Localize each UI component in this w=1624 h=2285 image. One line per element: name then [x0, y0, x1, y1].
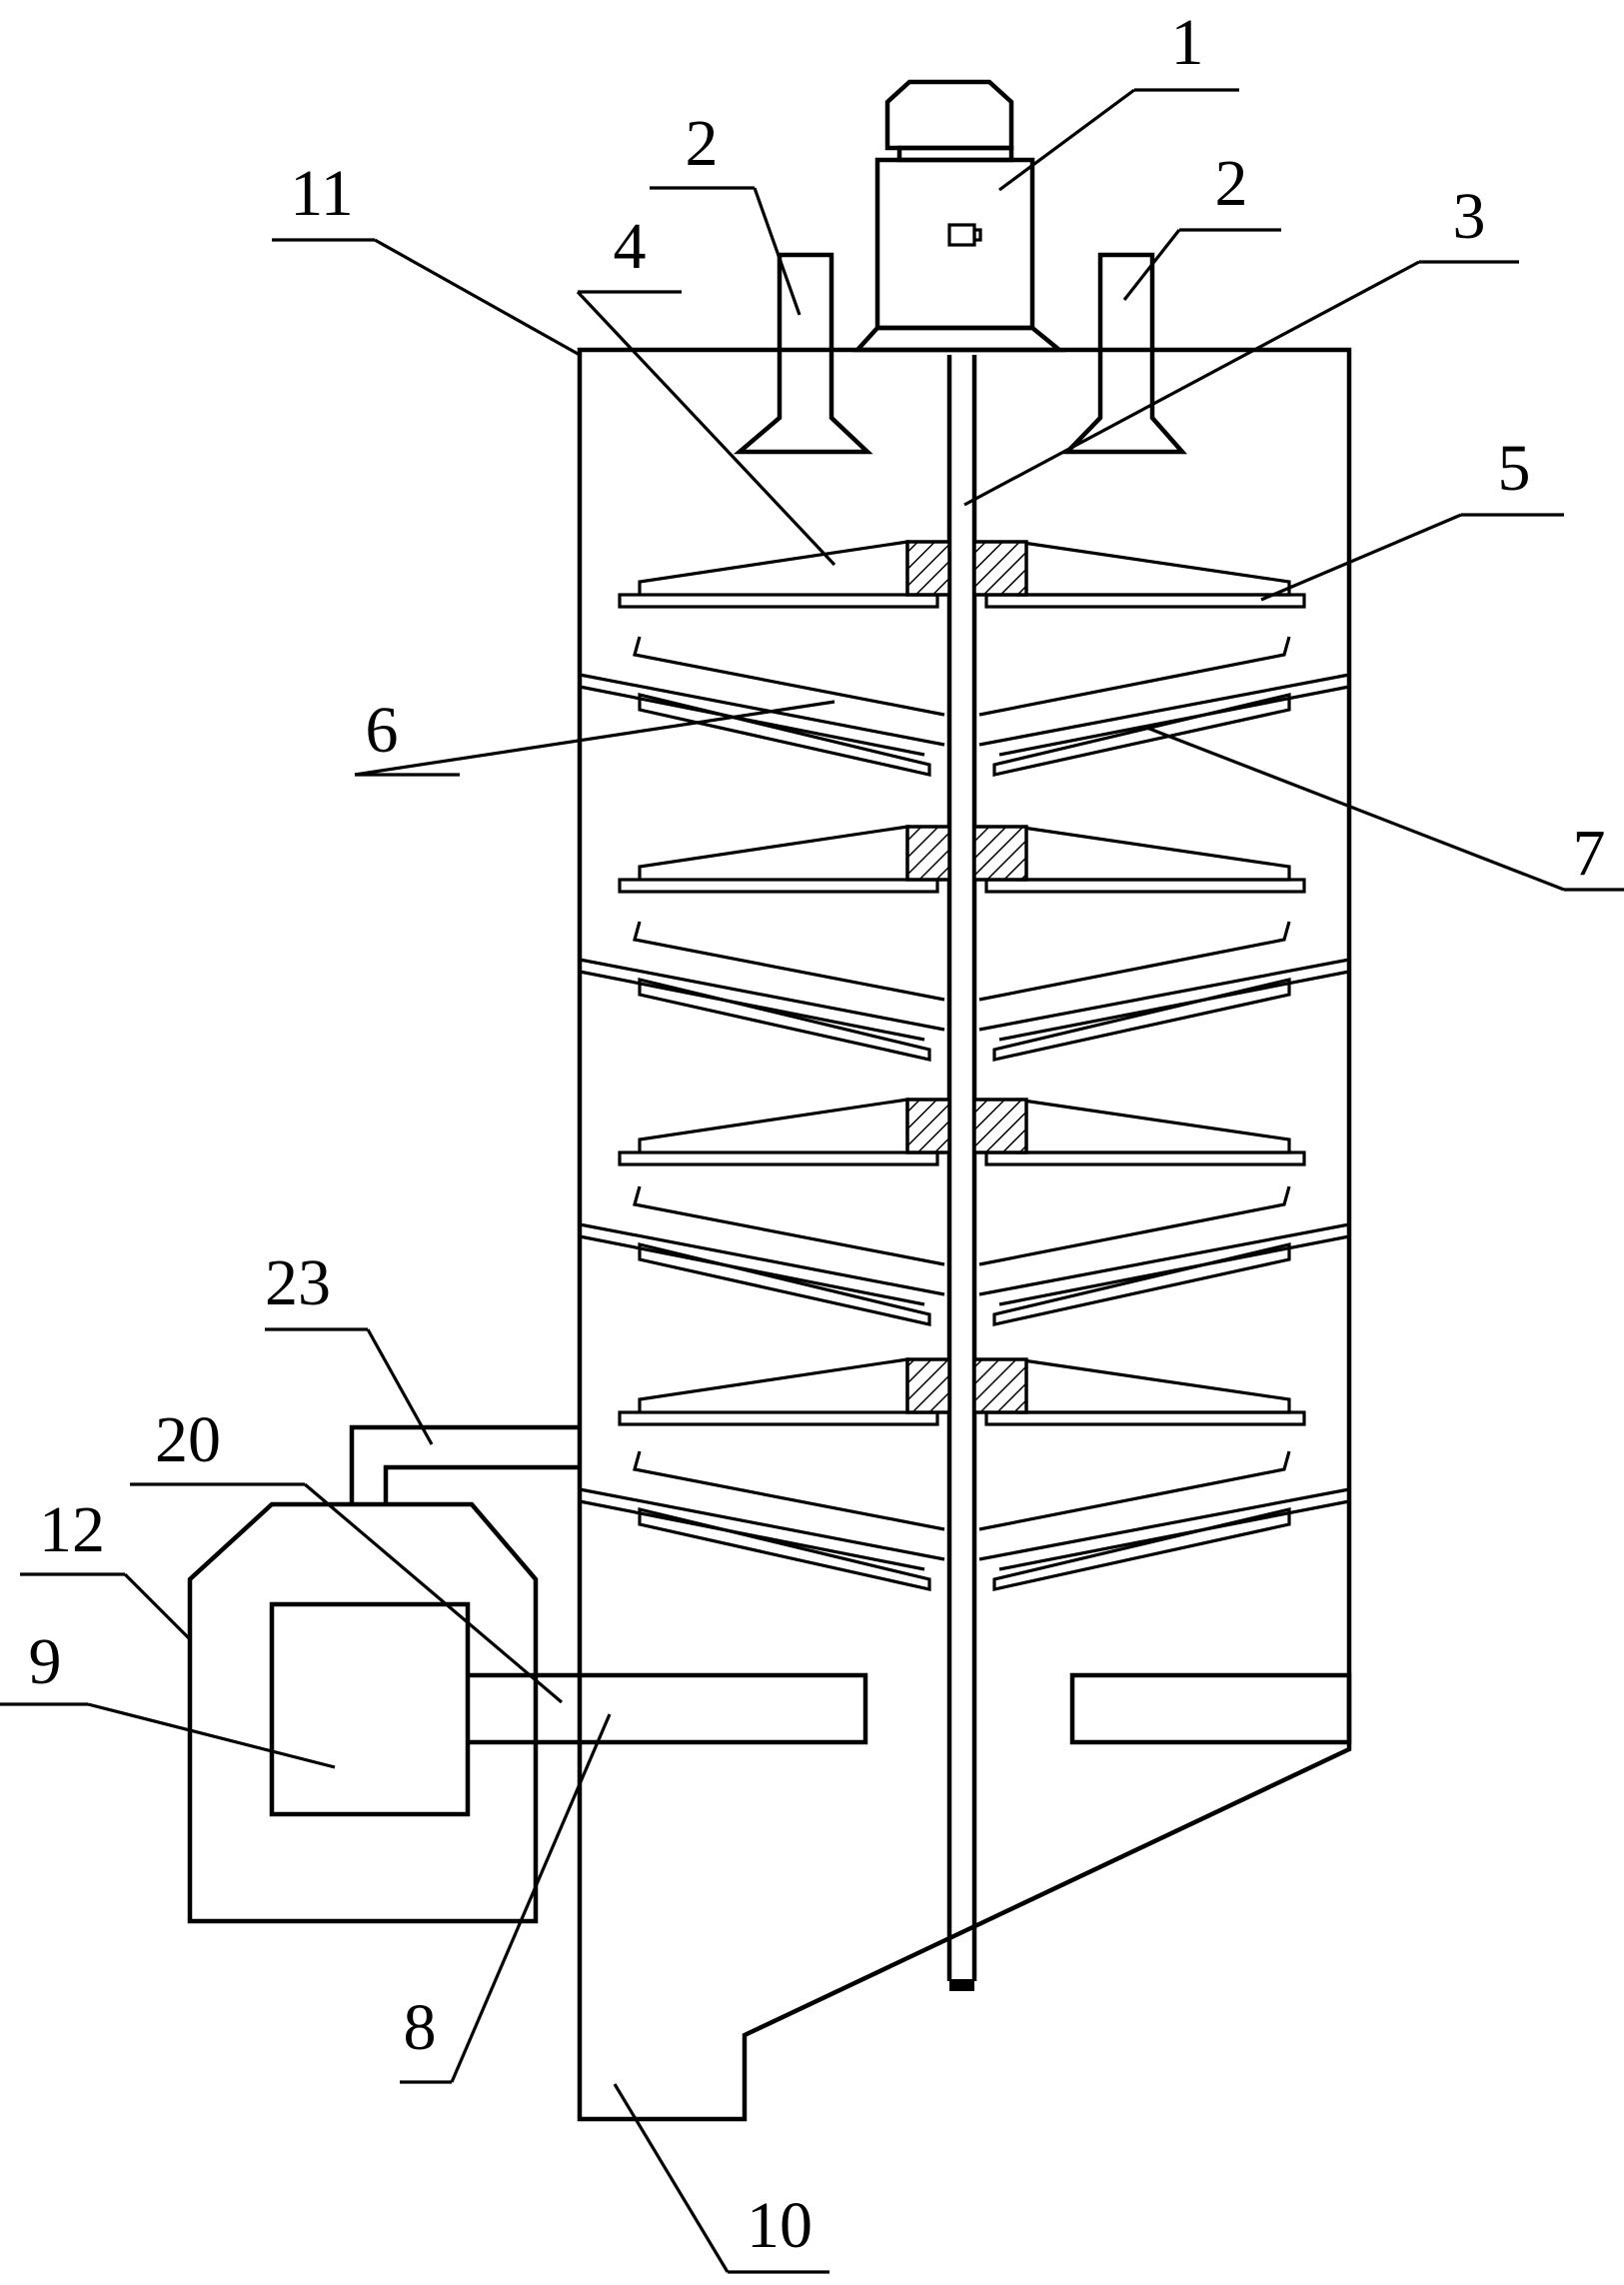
- disc-hub-left: [905, 540, 951, 597]
- disc-blade-right: [1015, 540, 1291, 597]
- disc-blade-right: [1015, 1098, 1291, 1154]
- tray-plate-right-a: [978, 1222, 1350, 1296]
- tray-plate-right-a: [978, 673, 1350, 747]
- disc-plate-right: [984, 593, 1306, 609]
- tray-blade-left: [638, 1241, 931, 1326]
- disc-hub-right: [972, 1357, 1028, 1414]
- tray-top-left: [632, 1185, 945, 1266]
- tray-plate-left-a: [579, 958, 945, 1032]
- tray-plate-left-a: [579, 1222, 945, 1296]
- tray-stage-4: [579, 1450, 1350, 1591]
- callout-connector: 20: [155, 1403, 221, 1476]
- return-pipe: [349, 1424, 580, 1504]
- tray-stage-2: [579, 921, 1350, 1062]
- disc-blade-left: [638, 540, 909, 595]
- disc-hub-right: [972, 825, 1028, 882]
- disc-blade-right: [1015, 825, 1291, 882]
- tray-top-left: [632, 636, 945, 717]
- tray-top-right: [978, 1450, 1291, 1531]
- tray-plate-left-a: [579, 673, 945, 747]
- disc-stage-4: [618, 1357, 1306, 1426]
- tray-blade-right: [992, 692, 1291, 777]
- disc-hub-left: [905, 1357, 951, 1414]
- disc-hub-left: [905, 825, 951, 882]
- leader-lines: [0, 88, 1624, 2274]
- disc-plate-left: [618, 1150, 939, 1166]
- bottom-bar-right: [1069, 1672, 1352, 1745]
- tray-blade-right: [992, 1506, 1291, 1591]
- callout-feed-pipe-left: 2: [686, 107, 719, 180]
- callout-bottom-pipe: 8: [404, 1991, 437, 2064]
- disc-stage-3: [618, 1098, 1306, 1166]
- callout-motor: 1: [1171, 6, 1204, 79]
- callout-inner-box: 9: [29, 1625, 62, 1698]
- tray-blade-left: [638, 692, 931, 777]
- shaft: [946, 355, 977, 1991]
- side-unit: [187, 1501, 539, 1924]
- tray-blade-right: [992, 1241, 1291, 1326]
- tray-stage-1: [579, 636, 1350, 777]
- fixed-tray-stages: [579, 636, 1350, 1591]
- callout-fixed-tray-left: 6: [366, 694, 399, 767]
- callout-feed-pipe-right: 2: [1215, 147, 1248, 220]
- tray-blade-right: [992, 977, 1291, 1062]
- callout-rotating-disc: 4: [614, 210, 647, 283]
- disc-blade-left: [638, 825, 909, 880]
- inner-box: [269, 1601, 471, 1817]
- disc-plate-left: [618, 1410, 939, 1426]
- tray-stage-3: [579, 1185, 1350, 1326]
- motor: [851, 79, 1066, 353]
- disc-hub-right: [972, 540, 1028, 597]
- disc-plate-right: [984, 1150, 1306, 1166]
- callout-shaft: 3: [1453, 180, 1486, 253]
- feed-pipe-right: [1061, 252, 1187, 455]
- callout-housing: 11: [290, 157, 354, 230]
- disc-stage-1: [618, 540, 1306, 609]
- tray-plate-left-a: [579, 1487, 945, 1561]
- disc-plate-left: [618, 593, 939, 609]
- disc-blade-left: [638, 1098, 909, 1152]
- tray-top-right: [978, 636, 1291, 717]
- callout-side-unit: 12: [39, 1493, 105, 1566]
- rotating-disc-stages: [618, 540, 1306, 1426]
- tray-plate-right-a: [978, 958, 1350, 1032]
- disc-hub-left: [905, 1098, 951, 1154]
- disc-plate-right: [984, 878, 1306, 894]
- bottom-pipe: [468, 1672, 868, 1745]
- tray-top-right: [978, 1185, 1291, 1266]
- disc-stage-2: [618, 825, 1306, 894]
- disc-blade-right: [1015, 1357, 1291, 1414]
- tray-blade-left: [638, 977, 931, 1062]
- disc-blade-left: [638, 1357, 909, 1412]
- tray-top-left: [632, 921, 945, 1002]
- tray-top-left: [632, 1450, 945, 1531]
- callout-disc-edge: 5: [1498, 432, 1531, 505]
- disc-plate-left: [618, 878, 939, 894]
- return-pipe-inner: [383, 1464, 580, 1504]
- tray-top-right: [978, 921, 1291, 1002]
- housing-outline: [577, 347, 1352, 2122]
- tray-blade-left: [638, 1506, 931, 1591]
- feed-pipe-left: [733, 252, 873, 455]
- callout-return-pipe: 23: [265, 1246, 331, 1319]
- callout-outlet: 10: [747, 2189, 812, 2262]
- disc-hub-right: [972, 1098, 1028, 1154]
- tray-plate-right-a: [978, 1487, 1350, 1561]
- callout-fixed-tray-right: 7: [1573, 817, 1606, 890]
- disc-plate-right: [984, 1410, 1306, 1426]
